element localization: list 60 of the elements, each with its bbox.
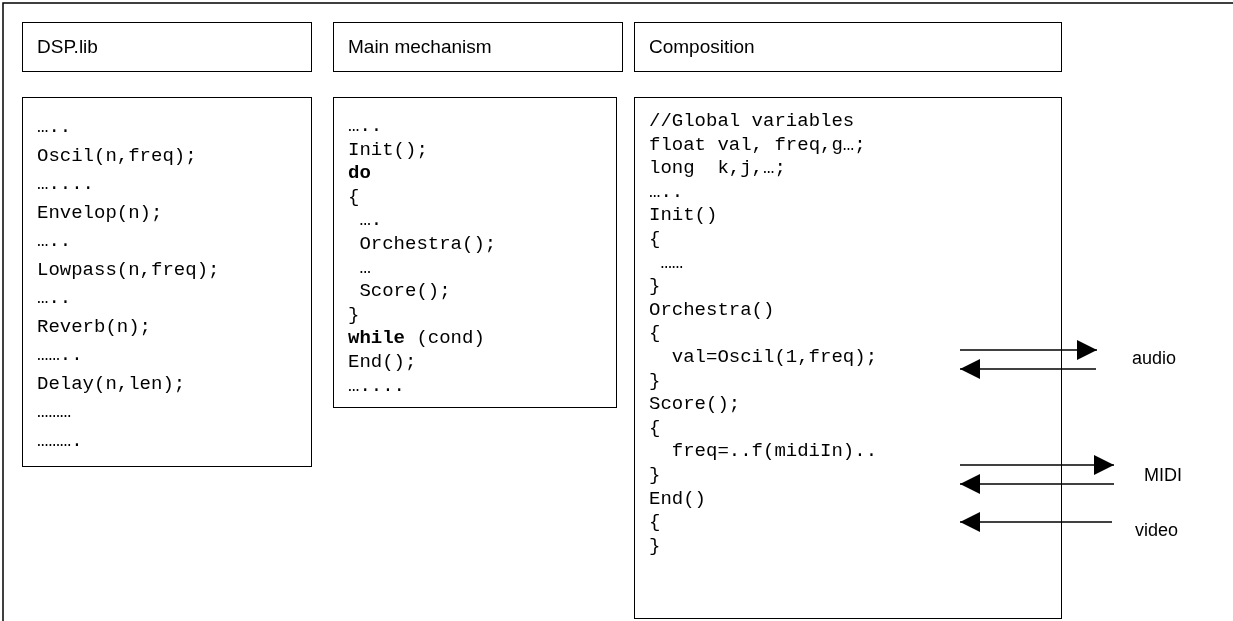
code-line: ….... — [348, 374, 405, 397]
code-line: Envelop(n); — [37, 201, 163, 224]
code-listing-box — [634, 97, 1062, 619]
code-line: float val, freq,g…; — [649, 133, 866, 156]
arrow — [959, 340, 1098, 360]
code-line: …. — [359, 209, 383, 232]
signal-label: MIDI — [1144, 465, 1182, 486]
code-line: } — [649, 369, 661, 392]
arrow — [959, 359, 1097, 379]
code-line: End(); — [348, 351, 417, 373]
code-line: } — [649, 534, 661, 557]
code-line: Init(); — [348, 138, 428, 161]
code-line: { — [649, 228, 661, 250]
code-line: … — [359, 256, 371, 279]
code-line: ….. — [348, 115, 383, 137]
code-line: Delay(n,len); — [37, 372, 186, 395]
code-line: { — [649, 322, 661, 345]
code-line: Orchestra(); — [359, 233, 497, 255]
header-box — [634, 22, 1062, 72]
code-line: ….. — [37, 287, 72, 309]
signal-label: audio — [1132, 348, 1177, 369]
code-line: } — [649, 275, 661, 298]
code-line: while (cond) — [348, 327, 485, 350]
code-line: Orchestra() — [649, 298, 775, 321]
code-line: ………. — [37, 429, 83, 452]
code-line: ….. — [37, 116, 72, 138]
code-line: Reverb(n); — [37, 315, 152, 338]
header-box — [333, 22, 623, 72]
signal-label: video — [1135, 520, 1179, 541]
code-line: long k,j,…; — [649, 157, 786, 180]
code-line: } — [649, 464, 661, 486]
code-line: { — [649, 416, 661, 439]
code-line: …… — [660, 251, 684, 274]
box-title: DSP.lib — [37, 36, 98, 58]
code-line: Init() — [649, 204, 718, 227]
code-listing-box — [333, 97, 617, 408]
code-line: { — [348, 185, 360, 208]
code-line: Lowpass(n,freq); — [37, 258, 220, 281]
code-line: freq=..f(midiIn).. — [671, 440, 878, 463]
arrow — [959, 512, 1113, 532]
code-line: End() — [649, 487, 706, 510]
code-line: Score(); — [359, 280, 451, 303]
code-line: ……… — [37, 401, 72, 423]
code-line: …….. — [37, 344, 83, 366]
code-line: ….. — [37, 230, 72, 252]
code-line: val=Oscil(1,freq); — [671, 346, 878, 368]
code-line: { — [649, 511, 661, 534]
arrow — [959, 455, 1115, 475]
code-line: Score(); — [649, 393, 741, 416]
code-line: do — [348, 162, 371, 185]
code-line: ….... — [37, 173, 94, 195]
code-line: ….. — [649, 180, 684, 203]
code-line: } — [348, 303, 360, 326]
code-listing-box — [22, 97, 312, 467]
box-title: Main mechanism — [348, 36, 492, 58]
code-line: Oscil(n,freq); — [37, 144, 197, 167]
arrow — [959, 474, 1115, 494]
box-title: Composition — [649, 36, 755, 58]
code-line: //Global variables — [649, 110, 855, 132]
header-box — [22, 22, 312, 72]
